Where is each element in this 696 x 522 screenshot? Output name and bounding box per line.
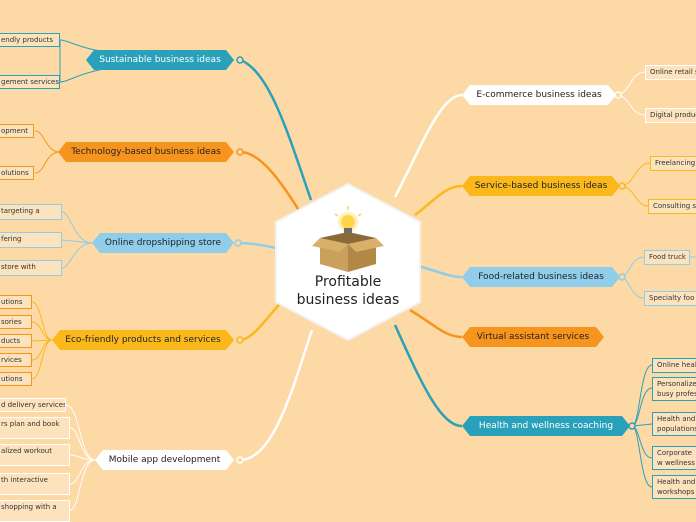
idea-box-icon xyxy=(312,206,384,272)
leaf-food-1[interactable]: Food truck xyxy=(644,250,690,265)
leaf-mobile-2[interactable]: rs plan and book xyxy=(0,417,70,439)
leaf-sustainable-2[interactable]: gement services xyxy=(0,75,60,89)
leaf-ecommerce-2[interactable]: Digital product xyxy=(645,108,696,123)
branch-ecommerce xyxy=(393,93,463,198)
topic-food[interactable]: Food-related business ideas xyxy=(462,267,620,287)
branch-health xyxy=(393,324,463,428)
central-topic[interactable]: Profitable business ideas xyxy=(280,273,416,309)
leaf-health-1[interactable]: Online heal xyxy=(652,358,696,373)
branch-mobile xyxy=(239,329,314,462)
leaf-eco-3[interactable]: ducts xyxy=(0,334,32,348)
leaf-dropshipping-2[interactable]: fering xyxy=(0,232,62,248)
topic-virtual[interactable]: Virtual assistant services xyxy=(462,327,604,347)
leaf-technology-2[interactable]: olutions xyxy=(0,166,34,180)
leaf-service-2[interactable]: Consulting s xyxy=(648,199,696,214)
leaf-mobile-3[interactable]: alized workout xyxy=(0,444,70,466)
leaf-eco-4[interactable]: rvices xyxy=(0,353,32,367)
leaf-mobile-4[interactable]: th interactive xyxy=(0,473,70,495)
leaf-mobile-1[interactable]: d delivery services xyxy=(0,398,66,412)
topic-dropshipping[interactable]: Online dropshipping store xyxy=(92,233,234,253)
leaf-ecommerce-1[interactable]: Online retail s xyxy=(645,65,696,80)
leaf-technology-1[interactable]: opment xyxy=(0,124,34,138)
central-topic-line2: business ideas xyxy=(296,292,400,308)
leaf-eco-1[interactable]: utions xyxy=(0,295,32,309)
leaf-sustainable-1[interactable]: endly products xyxy=(0,33,60,47)
leaf-eco-2[interactable]: sories xyxy=(0,315,32,329)
leaf-health-2[interactable]: Personalize busy profes xyxy=(652,377,696,401)
topic-health[interactable]: Health and wellness coaching xyxy=(462,416,630,436)
leaf-dropshipping-3[interactable]: store with xyxy=(0,260,62,276)
topic-service[interactable]: Service-based business ideas xyxy=(462,176,620,196)
leaf-dropshipping-1[interactable]: targeting a xyxy=(0,204,62,220)
topic-mobile[interactable]: Mobile app development xyxy=(95,450,234,470)
topic-sustainable[interactable]: Sustainable business ideas xyxy=(86,50,234,70)
leaf-health-4[interactable]: Corporate w wellness co xyxy=(652,446,696,470)
branch-virtual xyxy=(409,308,463,339)
branch-sustainable xyxy=(239,58,313,201)
topic-ecommerce[interactable]: E-commerce business ideas xyxy=(462,85,616,105)
central-topic-line1: Profitable xyxy=(314,274,382,290)
branch-technology xyxy=(239,150,302,213)
leaf-mobile-5[interactable]: shopping with a xyxy=(0,500,70,522)
leaf-health-3[interactable]: Health and populations xyxy=(652,412,696,436)
leaf-eco-5[interactable]: utions xyxy=(0,372,32,386)
branch-service xyxy=(414,184,463,216)
leaf-food-2[interactable]: Specialty foo xyxy=(644,291,696,306)
leaf-service-1[interactable]: Freelancing xyxy=(650,156,696,171)
topic-eco[interactable]: Eco-friendly products and services xyxy=(52,330,234,350)
branch-eco xyxy=(239,299,284,342)
branch-food xyxy=(414,263,463,279)
topic-technology[interactable]: Technology-based business ideas xyxy=(58,142,234,162)
leaf-health-5[interactable]: Health and workshops xyxy=(652,475,696,499)
